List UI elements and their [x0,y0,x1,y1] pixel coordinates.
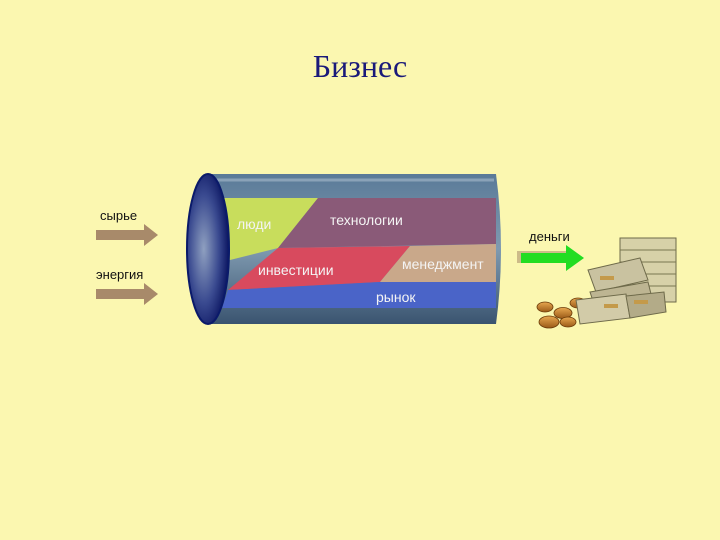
segment-market [222,282,496,308]
input-label-raw-materials: сырье [100,208,138,223]
segment-label-management: менеджмент [402,256,484,272]
segment-investments [228,246,410,290]
business-pipe [186,173,501,325]
segment-technologies [278,198,496,248]
slide-title: Бизнес [312,48,408,84]
input-label-energy: энергия [96,267,144,282]
segment-people [222,198,318,262]
pipe-end-cap [186,173,230,325]
segment-management [380,244,496,282]
segment-label-investments: инвестиции [258,262,334,278]
output-label-money: деньги [529,229,570,244]
segment-label-people: люди [237,216,272,232]
segment-label-technologies: технологии [330,212,403,228]
coins-icon [536,297,587,329]
input-arrow-energy [96,283,158,305]
output-arrow-money [517,245,584,271]
money-stacks-icon [575,237,677,325]
segment-label-market: рынок [376,289,416,305]
input-arrow-raw-materials [96,224,158,246]
